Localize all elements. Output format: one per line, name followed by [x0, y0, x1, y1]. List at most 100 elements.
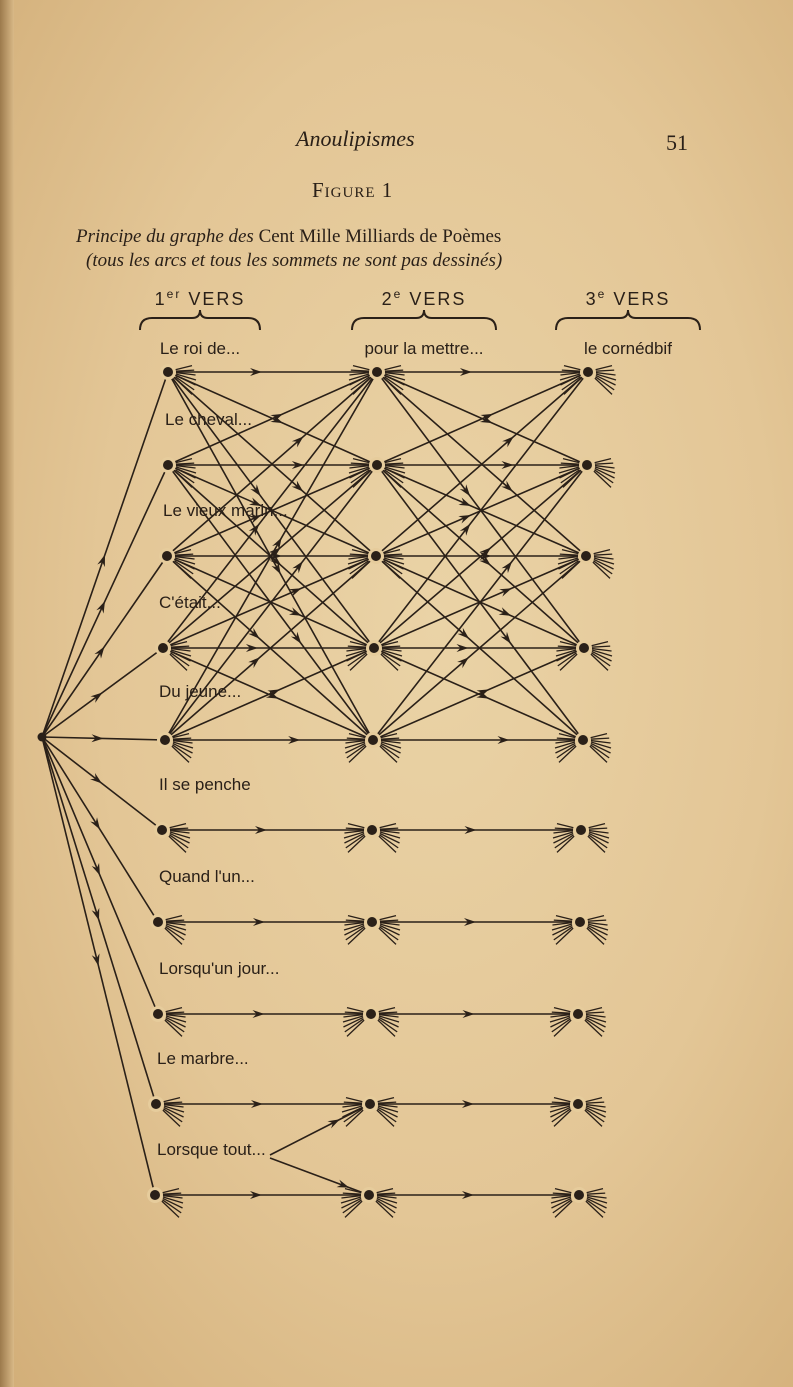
arc-stub	[588, 832, 609, 844]
arc-stub	[345, 919, 365, 922]
node-line1-row2	[163, 460, 173, 470]
arc-stub	[592, 548, 611, 555]
arc-stub	[560, 469, 580, 484]
edge-line1-to-line2-arrowhead	[251, 1100, 263, 1108]
caption-prefix: Principe du graphe des	[76, 226, 254, 247]
edge-line2-to-line3	[373, 464, 588, 649]
arc-stub	[376, 1194, 397, 1199]
arc-stub	[174, 470, 193, 488]
arc-stub	[379, 924, 400, 936]
arc-stub	[344, 832, 365, 844]
arc-stub	[169, 832, 190, 844]
arc-stub	[173, 548, 192, 555]
arc-stub	[348, 466, 370, 474]
arc-stub	[555, 649, 577, 657]
arc-stub	[384, 462, 404, 465]
arc-stub	[585, 1015, 607, 1023]
arc-stub	[162, 1096, 181, 1103]
arc-stub	[589, 732, 608, 739]
arc-stub	[586, 1199, 606, 1214]
arc-stub	[383, 553, 403, 556]
arc-stub	[590, 744, 610, 759]
edge-line1-to-line2	[164, 464, 378, 741]
arc-stub	[174, 558, 195, 570]
arc-stub	[383, 470, 402, 488]
arc-stub	[551, 1018, 571, 1033]
arc-stub	[380, 741, 402, 749]
arc-stub	[165, 919, 185, 922]
arc-stub	[349, 374, 370, 386]
arc-stub	[551, 1108, 571, 1123]
arc-stub	[347, 835, 366, 853]
arc-stub	[384, 371, 405, 376]
arc-stub	[559, 467, 580, 479]
arc-stub	[347, 927, 366, 945]
arc-stub	[174, 364, 193, 371]
arc-stub	[349, 560, 369, 575]
edge-line2-to-line3-arrowhead	[459, 523, 471, 536]
arc-stub	[556, 835, 575, 853]
arc-stub	[550, 1016, 571, 1028]
arc-stub	[175, 467, 196, 479]
caption-title: Cent Mille Milliards de Poèmes	[258, 226, 502, 247]
arc-stub	[594, 467, 615, 479]
edge-line2-to-line3-arrowhead	[457, 657, 469, 669]
edge-line2-to-line3	[375, 371, 589, 557]
arc-stub	[169, 829, 190, 834]
arc-stub	[556, 647, 577, 652]
running-head: Anoulipismes	[296, 126, 415, 151]
arc-stub	[169, 653, 188, 671]
arc-stub	[163, 1106, 184, 1118]
arc-stub	[594, 466, 616, 474]
arc-stub	[346, 650, 367, 662]
edge-line2-to-line3-arrowhead	[464, 918, 476, 926]
arc-stub	[350, 376, 370, 391]
arc-stub	[384, 374, 405, 386]
arc-stub	[380, 653, 399, 671]
arc-stub	[170, 649, 192, 657]
arc-stub	[349, 464, 370, 469]
arc-stub	[341, 1105, 363, 1113]
arc-stub	[346, 647, 367, 652]
arc-stub	[553, 926, 573, 941]
arc-stub	[170, 647, 191, 652]
arc-stub	[590, 741, 612, 749]
node-line1-row3	[162, 551, 172, 561]
edge-line2-to-line3-arrowhead	[499, 588, 512, 597]
arc-stub	[383, 558, 404, 570]
node-line1-row9	[151, 1099, 161, 1109]
arc-stub	[165, 1013, 186, 1018]
arc-stub	[161, 1200, 180, 1218]
arc-stub	[173, 561, 192, 579]
arc-stub	[347, 557, 369, 565]
arc-stub	[376, 1197, 397, 1209]
arc-stub	[170, 652, 190, 667]
arc-stub	[558, 466, 580, 474]
arc-stub	[378, 1018, 398, 1033]
arc-stub	[345, 827, 365, 830]
arc-stub	[162, 1109, 181, 1127]
arc-stub	[562, 470, 581, 488]
arc-stub	[594, 377, 613, 395]
node-line3-row5	[578, 735, 588, 745]
edge-line2-to-line3-arrowhead	[458, 515, 471, 524]
arc-stub	[588, 829, 609, 834]
arc-stub	[375, 1200, 394, 1218]
arc-stub	[350, 469, 370, 484]
edge-root-to-line1-arrowhead	[90, 772, 102, 784]
arc-stub	[351, 548, 370, 555]
node-line2-row8	[366, 1009, 376, 1019]
arc-stub	[165, 1016, 186, 1028]
edge-root-to-line1-arrowhead	[94, 646, 105, 659]
arc-stub	[378, 914, 397, 921]
node-line1-row1	[163, 367, 173, 377]
arc-stub	[172, 739, 193, 744]
arc-stub	[350, 462, 370, 465]
arc-stub	[383, 557, 405, 565]
arc-stub	[384, 376, 404, 391]
arc-stub	[551, 1101, 571, 1104]
arc-stub	[174, 553, 194, 556]
arc-stub	[349, 553, 369, 556]
arc-stub	[377, 1006, 396, 1013]
arc-stub	[347, 652, 367, 667]
